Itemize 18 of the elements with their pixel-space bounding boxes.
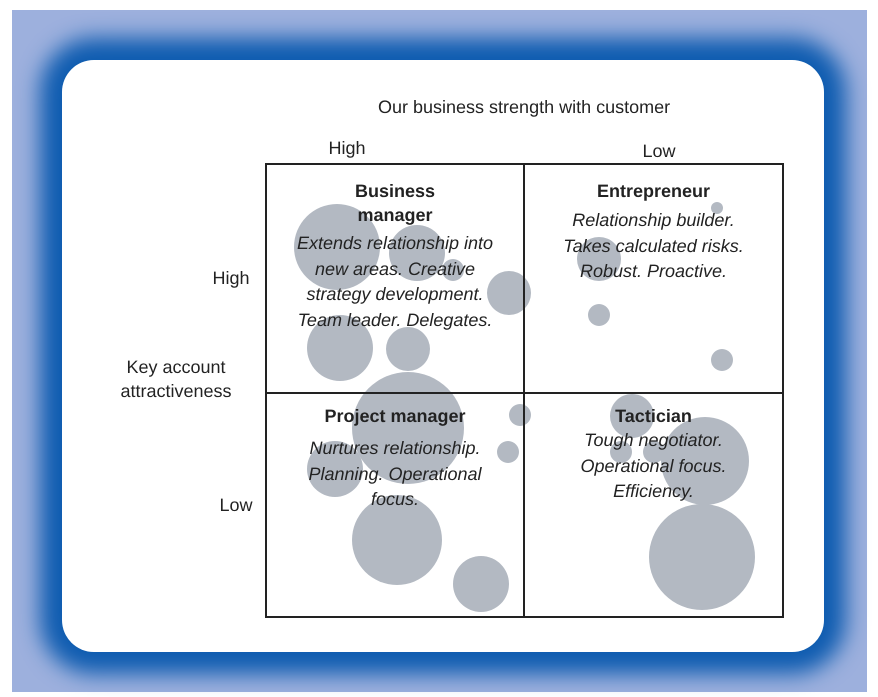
axis-title: Our business strength with customer xyxy=(378,96,670,119)
quadrant-description: Nurtures relationship. Planning. Operational focus. xyxy=(307,437,483,511)
quadrant-heading: Entrepreneur xyxy=(596,180,712,203)
quadrant-box xyxy=(523,163,784,394)
axis-label: Low xyxy=(642,140,676,163)
axis-title: Key account attractiveness xyxy=(119,356,233,403)
axis-label: High xyxy=(328,137,366,160)
quadrant-description: Tough negotiator. Operational focus. Efficiency. xyxy=(579,429,728,503)
quadrant-heading: Business manager xyxy=(354,180,436,227)
quadrant-heading: Project manager xyxy=(323,405,467,428)
quadrant-description: Relationship builder. Takes calculated risks. Robust. Proactive. xyxy=(562,209,745,283)
quadrant-box xyxy=(265,163,525,394)
axis-label: High xyxy=(212,267,250,290)
quadrant-description: Extends relationship into new areas. Creative strategy development. Team leader. Delegates. xyxy=(296,232,494,332)
quadrant-box xyxy=(523,392,784,618)
quadrant-heading: Tactician xyxy=(614,405,693,428)
axis-label: Low xyxy=(220,494,253,517)
quadrant-box xyxy=(265,392,525,618)
